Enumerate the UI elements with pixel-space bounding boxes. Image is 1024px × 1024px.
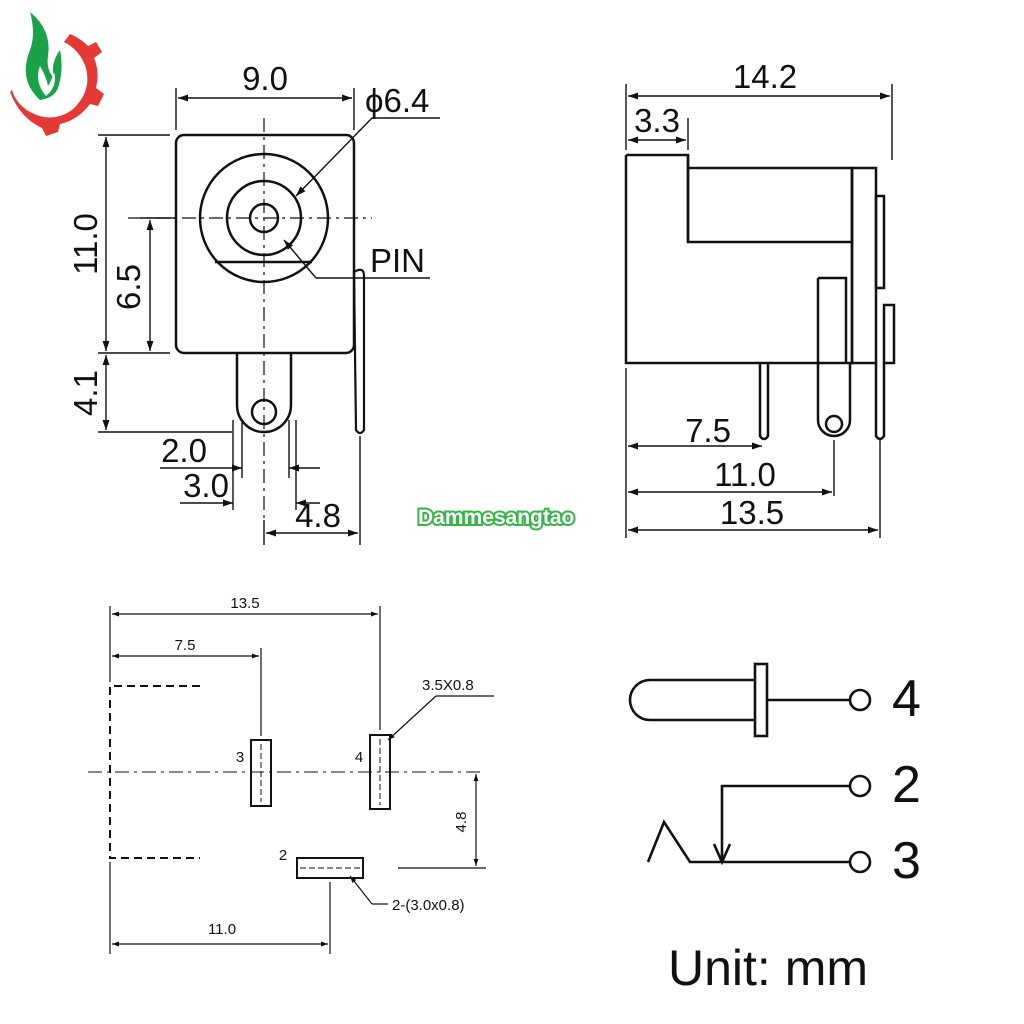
fp-dim-total: 13.5 [230, 595, 259, 612]
pcb-footprint-labels: 13.5 7.5 11.0 3.5X0.8 4.8 3 4 2 2-(3.0x0… [175, 595, 474, 938]
schematic-pin-3: 3 [892, 832, 921, 890]
dim-pin-offset: 4.8 [295, 497, 341, 534]
unit-label: Unit: mm [668, 940, 868, 996]
schematic-pin-2: 2 [892, 756, 921, 814]
dim-height: 11.0 [67, 213, 104, 275]
front-view-labels: 9.0 ϕ6.4 PIN 11.0 6.5 4.1 2.0 3.0 4.8 [67, 60, 429, 534]
dim-pin-length: 4.1 [67, 370, 104, 416]
dim-center-height: 6.5 [110, 264, 147, 310]
fp-dim-pin2: 11.0 [208, 921, 236, 938]
pin-label: PIN [370, 242, 425, 279]
jack-schematic [628, 662, 872, 874]
jack-schematic-labels: 4 2 3 Unit: mm [668, 670, 921, 996]
dim-pin-c: 13.5 [720, 494, 784, 531]
dim-total-length: 14.2 [733, 58, 797, 95]
fp-pad3-label: 3 [236, 749, 244, 766]
fp-slot-label: 2-(3.0x0.8) [392, 897, 465, 914]
dim-diameter: ϕ6.4 [365, 82, 429, 119]
dim-step: 3.3 [634, 102, 680, 139]
watermark-text: Dammesangtao [418, 506, 574, 529]
dim-pin-width-a: 2.0 [161, 432, 207, 469]
dim-pin-width-b: 3.0 [183, 467, 229, 504]
dim-pin-b: 11.0 [714, 456, 776, 493]
flame-gear-logo-icon [10, 12, 104, 136]
schematic-pin-4: 4 [892, 670, 921, 728]
side-view [624, 84, 896, 538]
fp-pad-size: 3.5X0.8 [422, 677, 474, 694]
fp-dim-vertical: 4.8 [453, 812, 470, 833]
fp-dim-pin3: 7.5 [175, 637, 196, 654]
pcb-footprint [88, 606, 494, 954]
fp-pad4-label: 4 [355, 749, 363, 766]
fp-pad2-label: 2 [279, 847, 287, 864]
front-view [98, 88, 440, 545]
dim-pin-a: 7.5 [685, 412, 731, 449]
side-view-labels: 14.2 3.3 7.5 11.0 13.5 [634, 58, 797, 531]
dim-width: 9.0 [242, 60, 288, 97]
